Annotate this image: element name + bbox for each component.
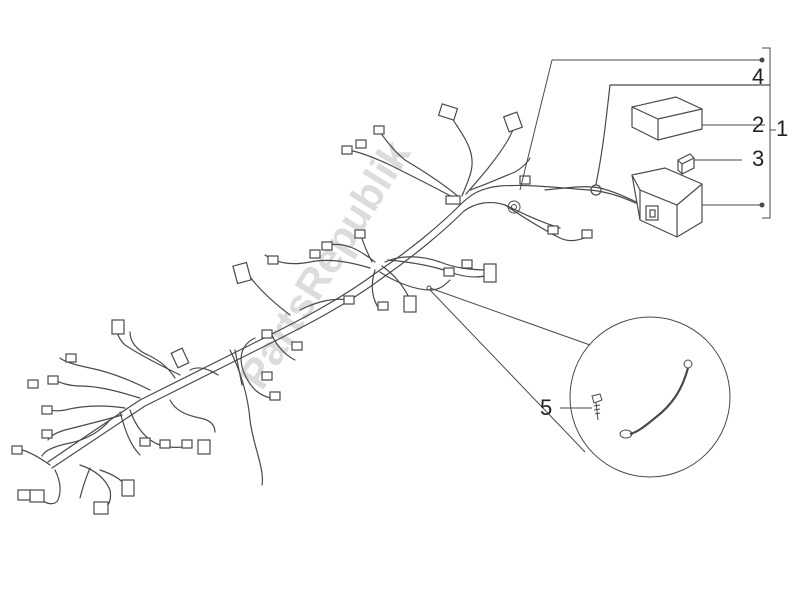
detail-leader-1 bbox=[429, 287, 591, 346]
left-branch-3 bbox=[189, 367, 219, 376]
left-branch-1 bbox=[116, 321, 181, 376]
callout-5: 5 bbox=[540, 395, 553, 420]
connector-an bbox=[17, 489, 31, 501]
screw bbox=[591, 393, 603, 421]
mid-branch-5 bbox=[379, 271, 451, 291]
front-branch-3 bbox=[451, 117, 473, 197]
detail-origin bbox=[426, 285, 432, 291]
fuse-box-cover bbox=[631, 96, 703, 141]
lower-left-branch-5 bbox=[79, 467, 91, 499]
connector-c bbox=[373, 125, 385, 135]
connector-ak bbox=[121, 479, 135, 497]
connector-ac bbox=[27, 379, 39, 389]
left-branch-10 bbox=[169, 399, 216, 433]
connector-am bbox=[29, 489, 45, 503]
connector-ai bbox=[159, 439, 171, 449]
front-branch-6 bbox=[379, 131, 461, 199]
left-branch-2 bbox=[129, 331, 176, 379]
detail-view bbox=[426, 285, 731, 478]
connector-p bbox=[403, 295, 417, 313]
center-branch-4 bbox=[240, 337, 271, 399]
connector-v bbox=[291, 341, 303, 351]
grommet-lead bbox=[595, 84, 771, 185]
detail-circle bbox=[569, 316, 731, 478]
grommet bbox=[590, 184, 602, 196]
ground-lead bbox=[629, 367, 690, 436]
connector-r bbox=[461, 259, 473, 269]
connector-i bbox=[445, 195, 461, 205]
front-branch-8 bbox=[504, 204, 591, 242]
watermark: PartsRepublik bbox=[230, 132, 420, 397]
connector-w bbox=[261, 371, 273, 381]
connector-ab bbox=[47, 375, 59, 385]
front-branch bbox=[459, 184, 641, 206]
mid-branch-2 bbox=[381, 265, 411, 301]
connector-j bbox=[232, 261, 252, 285]
leader-1-dot bbox=[759, 202, 765, 208]
callout-3: 3 bbox=[752, 146, 765, 171]
main-harness-trunk-parallel bbox=[51, 210, 465, 469]
ground-eyelet bbox=[619, 429, 633, 439]
leader-4-dot bbox=[759, 57, 765, 63]
connector-s bbox=[343, 295, 355, 305]
connector-y bbox=[111, 319, 125, 335]
connector-ad bbox=[41, 405, 53, 415]
left-branch-5 bbox=[54, 379, 141, 399]
detail-leader-2 bbox=[429, 289, 586, 453]
callout-1: 1 bbox=[776, 116, 789, 141]
connector-al bbox=[93, 501, 109, 515]
callout-2: 2 bbox=[752, 112, 765, 137]
connector-aj bbox=[181, 439, 193, 449]
connector-ag bbox=[197, 439, 211, 455]
lower-left-branch-2 bbox=[41, 469, 61, 505]
connector-m bbox=[321, 241, 333, 251]
connector-o bbox=[483, 263, 497, 283]
connector-x bbox=[269, 391, 281, 401]
ground-eyelet-top bbox=[683, 359, 693, 369]
connector-g bbox=[581, 229, 593, 239]
connector-h bbox=[547, 225, 559, 235]
lower-left-branch-1 bbox=[21, 449, 51, 466]
connector-k bbox=[267, 255, 279, 265]
connector-ah bbox=[139, 437, 151, 447]
connector-u bbox=[261, 329, 273, 339]
connector-af bbox=[11, 445, 23, 455]
mid-branch-1 bbox=[384, 256, 491, 271]
connector-n bbox=[354, 229, 366, 239]
left-branch-9 bbox=[119, 411, 141, 456]
bracket-1 bbox=[762, 47, 771, 219]
connector-a bbox=[437, 103, 459, 121]
callout-4: 4 bbox=[752, 64, 765, 89]
leader-4 bbox=[519, 59, 762, 191]
center-branch-6 bbox=[234, 349, 243, 386]
front-branch-5 bbox=[347, 149, 459, 201]
relay-icon bbox=[507, 200, 521, 214]
connector-f bbox=[519, 175, 531, 185]
fuse bbox=[677, 153, 695, 175]
connector-z bbox=[170, 347, 190, 369]
connector-e bbox=[355, 139, 367, 149]
connector-q bbox=[443, 267, 455, 277]
connector-t bbox=[377, 301, 389, 311]
front-branch-4 bbox=[465, 123, 517, 195]
connector-ae bbox=[41, 429, 53, 439]
fuse-box-base bbox=[631, 167, 703, 238]
connector-d bbox=[341, 145, 353, 155]
left-branch-6 bbox=[43, 405, 126, 412]
connector-b bbox=[502, 111, 524, 133]
connector-l bbox=[309, 249, 321, 259]
left-branch-11 bbox=[41, 419, 111, 457]
connector-aa bbox=[65, 353, 77, 363]
